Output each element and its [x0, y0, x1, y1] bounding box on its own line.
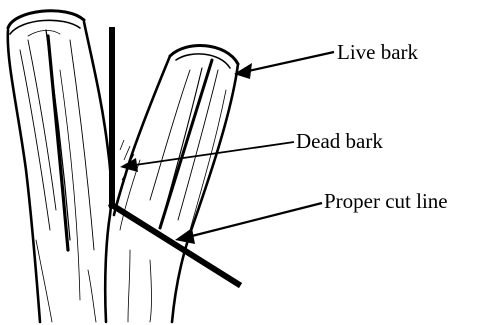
right-branch-pith	[160, 60, 212, 228]
live-bark-label: Live bark	[337, 40, 419, 64]
right-branch	[114, 46, 238, 322]
proper-cut-line-label: Proper cut line	[324, 189, 448, 213]
dead-bark-label: Dead bark	[296, 129, 383, 153]
left-stem-pith	[48, 36, 68, 250]
live-bark-arrow	[234, 52, 334, 79]
